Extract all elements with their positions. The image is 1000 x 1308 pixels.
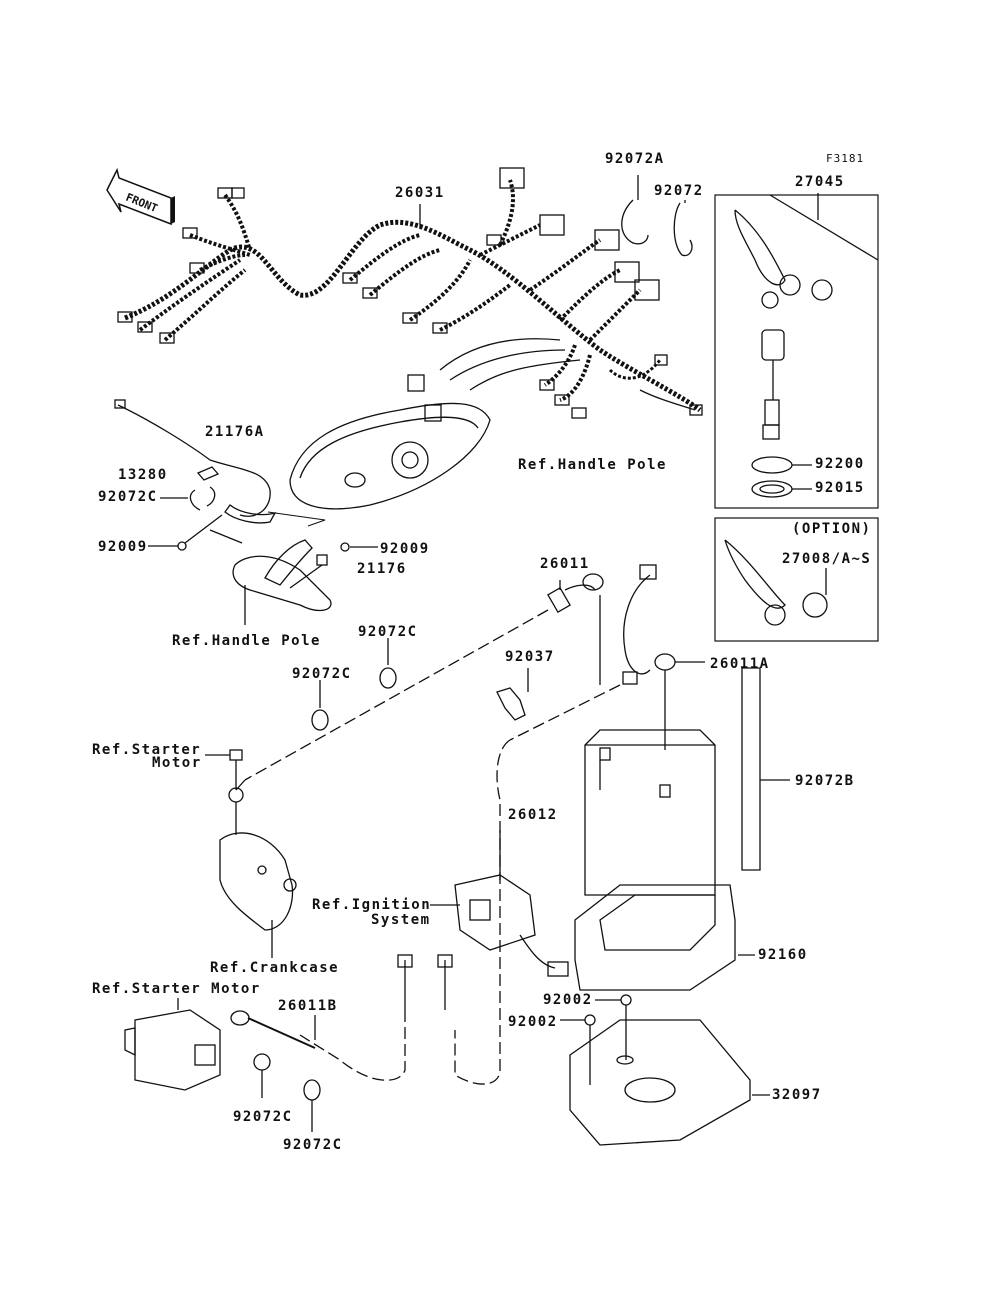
- part-label-27008: 27008/A~S: [782, 551, 872, 567]
- part-label-92072C-lower-1: 92072C: [233, 1109, 293, 1125]
- part-label-92160: 92160: [758, 947, 808, 963]
- part-label-21176A: 21176A: [205, 424, 265, 440]
- part-label-13280: 13280: [118, 467, 168, 483]
- part-label-92072C-mid-2: 92072C: [292, 666, 352, 682]
- battery: [584, 729, 716, 896]
- part-label-92002-lower: 92002: [508, 1014, 558, 1030]
- part-label-21176: 21176: [357, 561, 407, 577]
- ref-starter-motor-upper-line1: Ref.Starter: [92, 742, 202, 758]
- ref-starter-motor-upper-line2: Motor: [152, 755, 202, 771]
- cable-21176A: [114, 399, 271, 517]
- sensor-13280: [196, 466, 220, 481]
- part-label-92072A: 92072A: [605, 151, 665, 167]
- part-label-92072C-upper: 92072C: [98, 489, 158, 505]
- relay-cables: [299, 954, 453, 1081]
- cable-26011: [228, 573, 604, 803]
- bolt-92002-lower: [560, 1014, 596, 1085]
- ref-handle-pole-lower: Ref.Handle Pole: [172, 633, 321, 649]
- part-label-26031: 26031: [395, 185, 445, 201]
- clamp-92072C-middle-2: [311, 680, 329, 731]
- part-label-92015: 92015: [815, 480, 865, 496]
- part-label-32097: 32097: [772, 1087, 822, 1103]
- front-arrow-icon: FRONT: [106, 168, 175, 226]
- part-label-26011A: 26011A: [710, 656, 770, 672]
- ref-crankcase: Ref.Crankcase: [210, 960, 340, 976]
- figure-code: F3181: [826, 152, 865, 165]
- part-label-92200: 92200: [815, 456, 865, 472]
- bolt-92009-left: [148, 541, 187, 551]
- handle-pole-bracket: [232, 539, 332, 625]
- ref-starter-motor-lower: Ref.Starter Motor: [92, 981, 261, 997]
- battery-case-32097: [569, 1019, 770, 1146]
- sensor-21176: [289, 542, 378, 589]
- strap-92072B: [741, 667, 790, 871]
- handle-pole-tray: [267, 402, 491, 527]
- part-label-92072C-mid-1: 92072C: [358, 624, 418, 640]
- cable-26011B: [230, 1010, 316, 1049]
- wiring-harness-26031: [117, 167, 703, 422]
- clamp-92072C-lower-2: [303, 1079, 321, 1132]
- part-label-26011B: 26011B: [278, 998, 338, 1014]
- ref-handle-pole-upper: Ref.Handle Pole: [518, 457, 667, 473]
- battery-tray-92160: [574, 884, 755, 991]
- clamp-92072C-middle-1: [379, 638, 397, 689]
- part-label-92072: 92072: [654, 183, 704, 199]
- crankcase: [205, 749, 297, 958]
- part-label-92072C-lower-2: 92072C: [283, 1137, 343, 1153]
- part-label-92002-upper: 92002: [543, 992, 593, 1008]
- clamp-92072C-upper: [160, 486, 216, 511]
- part-label-26011: 26011: [540, 556, 590, 572]
- ref-ignition-line1: Ref.Ignition: [312, 897, 432, 913]
- part-label-27045: 27045: [795, 174, 845, 190]
- clamp-92072A: [621, 175, 649, 245]
- part-label-92072B: 92072B: [795, 773, 855, 789]
- option-header: (OPTION): [792, 521, 872, 537]
- starter-motor: [124, 998, 221, 1091]
- clamp-92072: [673, 200, 693, 257]
- part-label-92009-left: 92009: [98, 539, 148, 555]
- part-label-92009-right: 92009: [380, 541, 430, 557]
- bolt-92002-upper: [595, 994, 632, 1060]
- cable-26011A: [454, 564, 705, 1085]
- ignition-key-box: [714, 193, 879, 509]
- bracket: [184, 504, 277, 544]
- clamp-92037: [496, 668, 529, 721]
- starter-relay: [430, 830, 569, 977]
- part-label-92037: 92037: [505, 649, 555, 665]
- clamp-92072C-lower-1: [253, 1053, 271, 1098]
- option-box: [714, 517, 879, 642]
- part-label-26012: 26012: [508, 807, 558, 823]
- ref-ignition-line2: System: [371, 912, 431, 928]
